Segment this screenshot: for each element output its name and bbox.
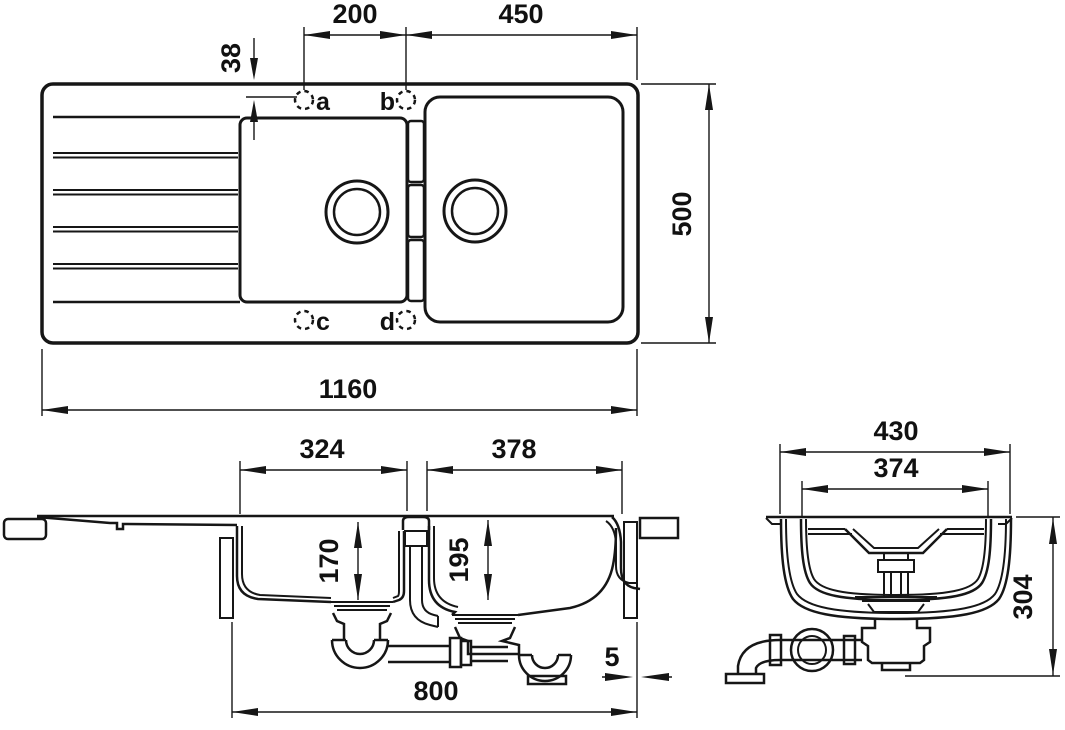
bowl-divider xyxy=(406,119,426,303)
dim-right-bowl-width: 378 xyxy=(426,434,623,514)
hole-label-a: a xyxy=(316,88,331,116)
side-drain-body xyxy=(855,596,937,672)
top-view: a b c d 200 450 38 xyxy=(40,0,716,416)
drainboard xyxy=(53,115,240,304)
tap-hole-b xyxy=(395,89,417,111)
main-bowl xyxy=(423,95,625,324)
dim-main-bowl-width: 450 xyxy=(406,0,638,80)
dim-side-outer-width: 430 xyxy=(779,416,1011,514)
main-bowl-drain-outer xyxy=(442,178,508,244)
dim-side-inner-width: 374 xyxy=(801,453,989,517)
side-section-view: 430 374 304 xyxy=(724,416,1060,685)
dim-cabinet-width: 800 xyxy=(231,622,638,718)
hole-label-d: d xyxy=(380,308,395,336)
front-section-view: 324 378 170 195 5 xyxy=(2,434,680,718)
svg-text:500: 500 xyxy=(667,191,697,236)
svg-text:195: 195 xyxy=(444,537,474,582)
countertop-right xyxy=(638,516,680,540)
dim-left-bowl-depth: 170 xyxy=(314,522,362,600)
dim-installed-height: 304 xyxy=(905,516,1060,677)
svg-text:450: 450 xyxy=(498,0,543,29)
sink-profile xyxy=(36,514,641,628)
svg-text:800: 800 xyxy=(413,676,458,706)
sink-outline xyxy=(40,82,640,345)
small-bowl-drain-outer xyxy=(324,179,390,245)
svg-text:430: 430 xyxy=(873,416,918,446)
svg-text:200: 200 xyxy=(332,0,377,29)
cabinet-wall-left xyxy=(219,537,234,619)
svg-text:1160: 1160 xyxy=(319,374,378,404)
side-bowl-shell xyxy=(779,518,1013,621)
countertop-left xyxy=(2,517,48,541)
dim-sink-depth: 500 xyxy=(641,83,716,344)
drain-traps xyxy=(330,612,573,686)
hole-label-c: c xyxy=(316,308,330,336)
svg-text:374: 374 xyxy=(873,453,918,483)
side-rim xyxy=(765,515,1013,525)
dim-sink-length: 1160 xyxy=(41,349,638,416)
tap-hole-a xyxy=(293,89,315,111)
tap-hole-c xyxy=(293,309,315,331)
small-bowl-drain-inner xyxy=(332,187,382,237)
small-bowl xyxy=(238,116,409,304)
svg-text:378: 378 xyxy=(491,434,536,464)
cabinet-wall-right xyxy=(623,521,638,619)
dim-hole-edge-offset: 38 xyxy=(216,38,297,140)
dim-hole-spacing: 200 xyxy=(303,0,407,90)
svg-text:5: 5 xyxy=(604,642,619,672)
dim-left-bowl-width: 324 xyxy=(239,434,408,514)
svg-text:170: 170 xyxy=(314,538,344,583)
waste-pipe xyxy=(724,627,862,685)
tap-hole-d xyxy=(395,309,417,331)
svg-text:38: 38 xyxy=(216,43,246,73)
tap-holes: a b c d xyxy=(293,88,417,336)
overflow-assembly xyxy=(808,528,984,596)
svg-text:304: 304 xyxy=(1008,574,1038,619)
dim-edge-clearance: 5 xyxy=(602,642,672,681)
dim-right-bowl-depth: 195 xyxy=(444,520,492,600)
hole-label-b: b xyxy=(380,88,395,116)
main-bowl-drain-inner xyxy=(450,186,500,236)
svg-text:324: 324 xyxy=(299,434,344,464)
